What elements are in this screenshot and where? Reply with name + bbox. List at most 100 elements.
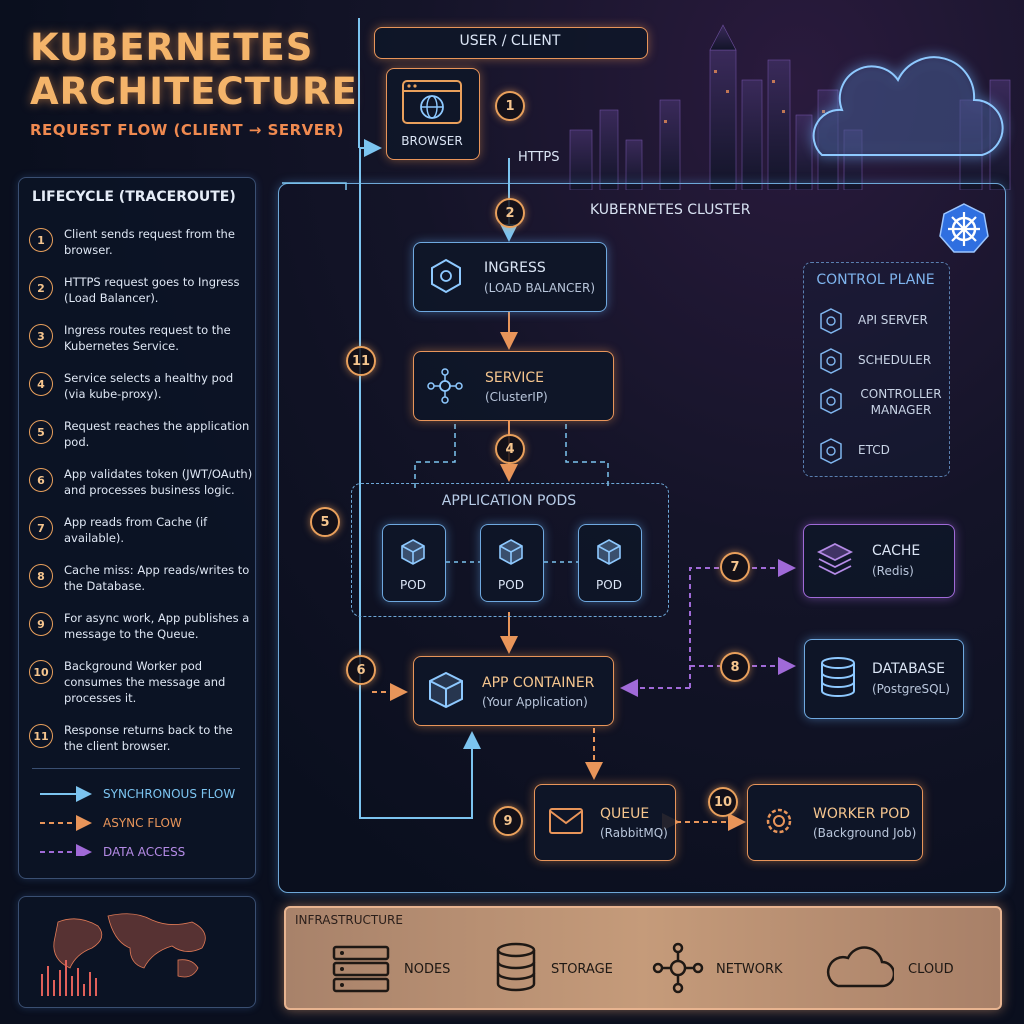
layers-icon bbox=[816, 542, 854, 576]
gear-icon bbox=[820, 348, 842, 374]
lifecycle-step-number: 9 bbox=[29, 612, 53, 636]
flow-step-8: 8 bbox=[720, 652, 750, 682]
cache-sub: (Redis) bbox=[872, 564, 914, 578]
lifecycle-step-text: Cache miss: App reads/writes to the Data… bbox=[64, 563, 250, 593]
lifecycle-step-number: 8 bbox=[29, 564, 53, 588]
lifecycle-step-number: 7 bbox=[29, 516, 53, 540]
legend-arrows bbox=[40, 786, 92, 856]
shield-icon bbox=[820, 308, 842, 334]
flow-step-4: 4 bbox=[495, 434, 525, 464]
worker-sub: (Background Job) bbox=[813, 826, 917, 840]
infrastructure-title: INFRASTRUCTURE bbox=[295, 913, 403, 927]
control-plane-item: CONTROLLER MANAGER bbox=[860, 387, 942, 417]
lifecycle-step-text: Ingress routes request to the Kubernetes… bbox=[64, 323, 231, 353]
server-rack-icon bbox=[332, 945, 390, 993]
control-plane-item: SCHEDULER bbox=[858, 353, 932, 367]
infra-network-label: NETWORK bbox=[716, 962, 783, 977]
queue-node[interactable] bbox=[534, 784, 676, 861]
infra-cloud-label: CLOUD bbox=[908, 962, 954, 977]
cluster-title: KUBERNETES CLUSTER bbox=[590, 202, 751, 218]
flow-step-2: 2 bbox=[495, 198, 525, 228]
lifecycle-step-text: Response returns back to the the client … bbox=[64, 723, 233, 753]
lifecycle-step-text: Service selects a healthy pod (via kube-… bbox=[64, 371, 234, 401]
app-sub: (Your Application) bbox=[482, 695, 588, 709]
cube-icon bbox=[429, 671, 463, 709]
queue-title: QUEUE bbox=[600, 806, 650, 822]
ingress-icon bbox=[431, 258, 461, 294]
browser-icon bbox=[402, 80, 462, 124]
control-plane-title: CONTROL PLANE bbox=[816, 272, 935, 288]
lifecycle-title: LIFECYCLE (TRACEROUTE) bbox=[32, 189, 236, 205]
browser-node[interactable] bbox=[386, 68, 480, 160]
flow-step-11: 11 bbox=[346, 346, 376, 376]
world-map-icon bbox=[41, 913, 206, 996]
network-icon bbox=[652, 942, 704, 994]
lifecycle-step-text: App reads from Cache (if available). bbox=[64, 515, 208, 545]
https-label: HTTPS bbox=[518, 150, 560, 165]
lifecycle-panel bbox=[18, 177, 256, 879]
dashed-service-to-pod-left bbox=[414, 424, 456, 490]
infra-storage-label: STORAGE bbox=[551, 962, 613, 977]
app-title: APP CONTAINER bbox=[482, 675, 595, 691]
title-line-2: ARCHITECTURE bbox=[30, 70, 358, 113]
lifecycle-step-number: 4 bbox=[29, 372, 53, 396]
legend-async-label: ASYNC FLOW bbox=[103, 816, 182, 830]
lifecycle-step-number: 2 bbox=[29, 276, 53, 300]
infrastructure-panel bbox=[284, 906, 1002, 1010]
user-client-bar bbox=[374, 27, 648, 59]
lifecycle-step-number: 11 bbox=[29, 724, 53, 748]
ingress-title: INGRESS bbox=[484, 260, 546, 276]
kubernetes-cluster-frame bbox=[278, 183, 1006, 893]
cache-title: CACHE bbox=[872, 543, 921, 559]
control-plane-item: ETCD bbox=[858, 443, 890, 457]
lifecycle-step-number: 10 bbox=[29, 660, 53, 684]
flow-step-9: 9 bbox=[493, 806, 523, 836]
application-pods-group bbox=[351, 483, 669, 617]
lifecycle-step-number: 5 bbox=[29, 420, 53, 444]
subtitle: REQUEST FLOW (CLIENT → SERVER) bbox=[30, 121, 344, 139]
cloud-icon bbox=[826, 946, 894, 988]
queue-sub: (RabbitMQ) bbox=[600, 826, 668, 840]
flow-step-5: 5 bbox=[310, 507, 340, 537]
service-title: SERVICE bbox=[485, 370, 545, 386]
infra-nodes-label: NODES bbox=[404, 962, 451, 977]
pod-cube-icon bbox=[597, 539, 621, 565]
data-line-to-cache bbox=[689, 567, 720, 688]
legend-divider bbox=[32, 768, 240, 769]
database-icon bbox=[821, 657, 855, 697]
flow-step-6: 6 bbox=[346, 655, 376, 685]
envelope-icon bbox=[549, 808, 583, 834]
shield-icon bbox=[820, 388, 842, 414]
pod-label: POD bbox=[498, 578, 524, 592]
database-node[interactable] bbox=[804, 639, 964, 719]
worker-pod-node[interactable] bbox=[747, 784, 923, 861]
lifecycle-step-text: For async work, App publishes a message … bbox=[64, 611, 250, 641]
ingress-node[interactable] bbox=[413, 242, 607, 312]
cache-node[interactable] bbox=[803, 524, 955, 598]
flow-step-10: 10 bbox=[708, 787, 738, 817]
pod-cube-icon bbox=[401, 539, 425, 565]
application-pods-title: APPLICATION PODS bbox=[441, 493, 577, 509]
legend-sync-label: SYNCHRONOUS FLOW bbox=[103, 787, 236, 801]
gear-icon bbox=[766, 808, 792, 834]
service-node[interactable] bbox=[413, 351, 614, 421]
lifecycle-step-number: 3 bbox=[29, 324, 53, 348]
storage-icon bbox=[496, 942, 536, 992]
pod-label: POD bbox=[400, 578, 426, 592]
lifecycle-step-text: Client sends request from the browser. bbox=[64, 227, 235, 257]
kubernetes-logo-icon bbox=[939, 203, 989, 253]
city-skyline-illustration bbox=[569, 24, 1011, 190]
ingress-sub: (LOAD BALANCER) bbox=[484, 281, 596, 295]
service-network-icon bbox=[427, 368, 463, 404]
browser-label: BROWSER bbox=[401, 134, 463, 148]
title-line-1: KUBERNETES bbox=[30, 26, 314, 69]
user-client-label: USER / CLIENT bbox=[459, 33, 561, 49]
flow-step-7: 7 bbox=[720, 552, 750, 582]
cluster-entry-line bbox=[282, 182, 347, 190]
dashed-service-to-pod-right bbox=[565, 424, 609, 490]
lifecycle-step-text: HTTPS request goes to Ingress (Load Bala… bbox=[64, 275, 240, 305]
database-title: DATABASE bbox=[872, 661, 945, 677]
lifecycle-step-number: 1 bbox=[29, 228, 53, 252]
lifecycle-step-text: Request reaches the application pod. bbox=[64, 419, 250, 449]
